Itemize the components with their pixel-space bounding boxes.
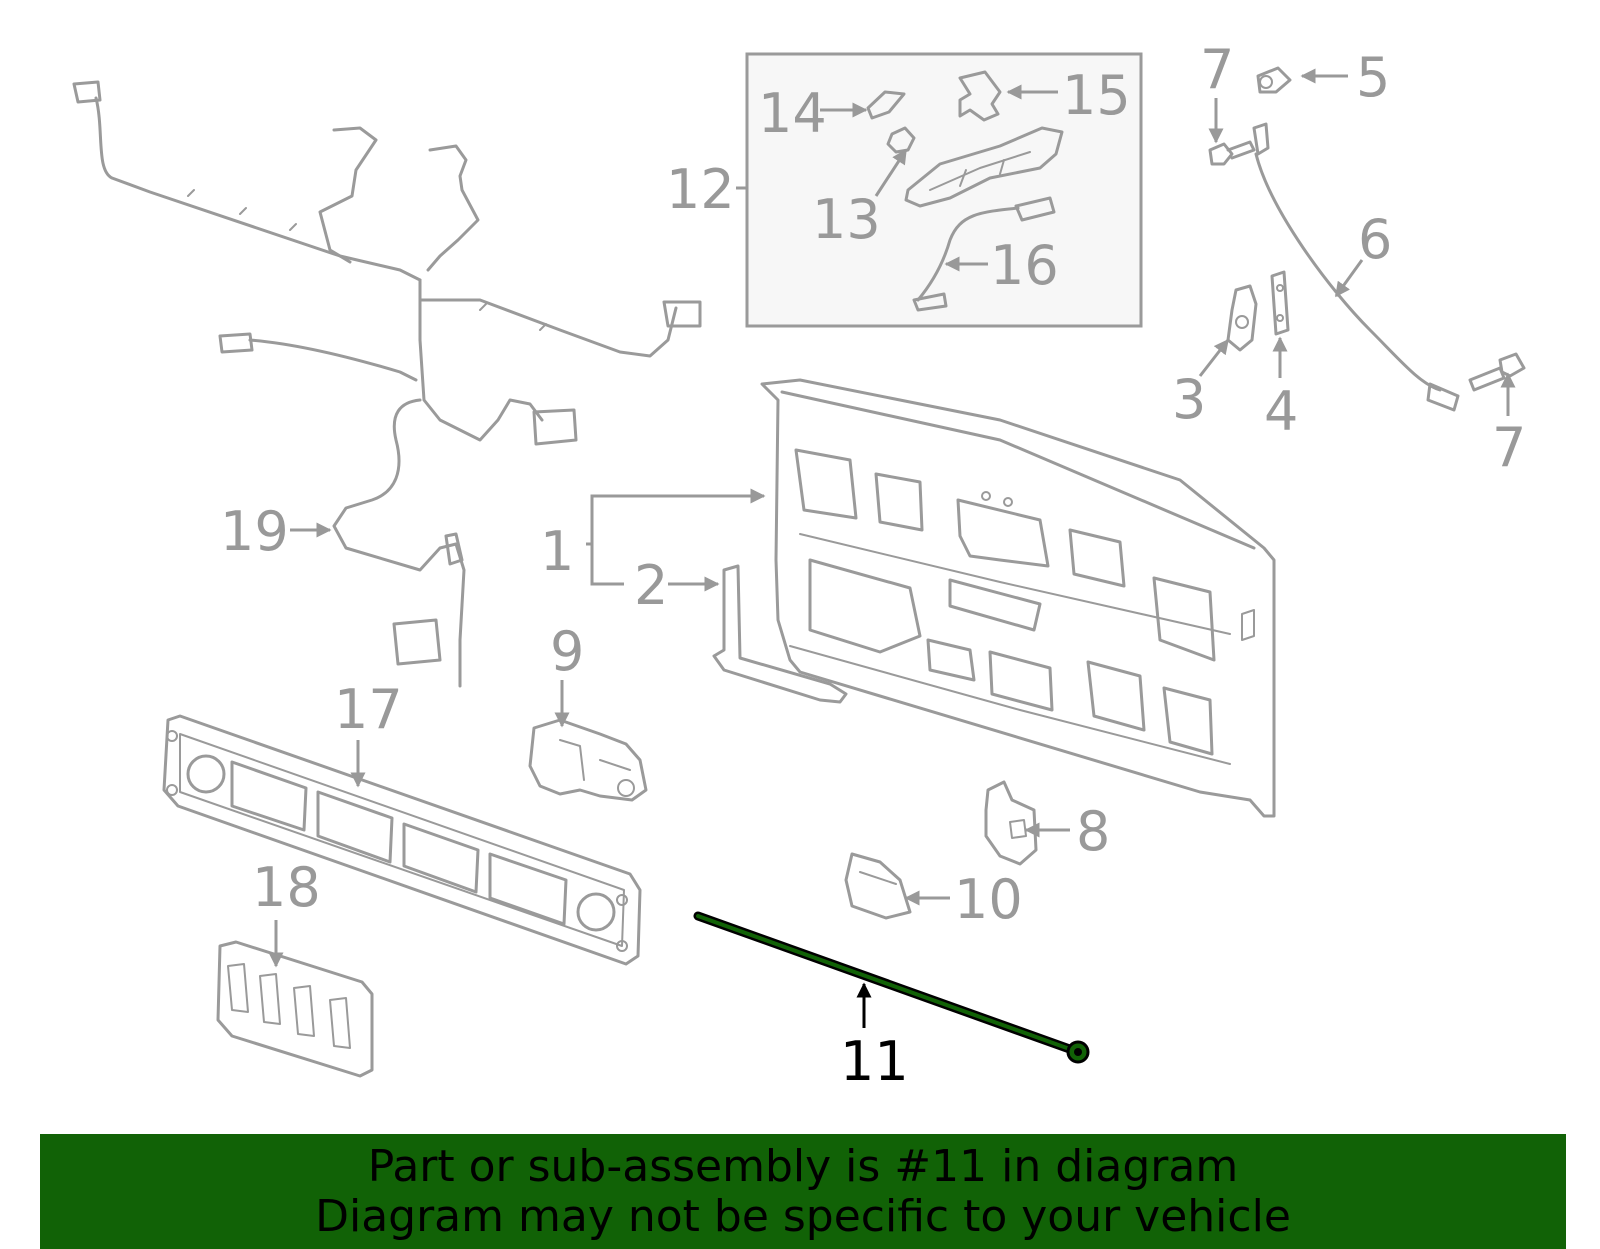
label-6: 6 xyxy=(1358,208,1392,271)
banner-line-1: Part or sub-assembly is #11 in diagram xyxy=(367,1141,1239,1192)
part-13-clip xyxy=(886,126,916,154)
part-18-bezel xyxy=(216,940,374,1078)
label-15: 15 xyxy=(1062,64,1131,127)
label-7-lower: 7 xyxy=(1492,416,1526,479)
part-8-latch xyxy=(984,780,1038,866)
part-2-reinforcement xyxy=(712,564,848,704)
part-4-strap xyxy=(1270,270,1290,336)
part-7-bolt-lower xyxy=(1468,352,1526,392)
label-13: 13 xyxy=(812,188,881,251)
part-6-support-cable xyxy=(1252,122,1460,412)
label-1: 1 xyxy=(540,520,574,583)
label-7-upper: 7 xyxy=(1200,38,1234,101)
part-labels: 1 2 3 4 5 6 7 7 8 9 10 11 12 13 14 15 16… xyxy=(220,38,1526,1093)
leader-lines xyxy=(268,68,1516,1028)
info-banner: Part or sub-assembly is #11 in diagram D… xyxy=(40,1134,1566,1249)
label-8: 8 xyxy=(1076,800,1110,863)
label-10: 10 xyxy=(954,868,1023,931)
label-2: 2 xyxy=(634,554,668,617)
label-16: 16 xyxy=(990,234,1059,297)
part-17-applique-panel xyxy=(162,714,642,966)
label-19: 19 xyxy=(220,500,289,563)
part-5-pivot-pin xyxy=(1256,66,1292,94)
banner-line-2: Diagram may not be specific to your vehi… xyxy=(315,1191,1291,1242)
part-9-actuator xyxy=(528,718,648,802)
part-3-hinge-bracket xyxy=(1226,284,1258,352)
label-12: 12 xyxy=(666,158,735,221)
label-17: 17 xyxy=(334,678,403,741)
part-16-cable xyxy=(912,196,1056,312)
part-7-bolt-upper xyxy=(1208,140,1256,166)
part-12-handle-housing xyxy=(904,126,1064,208)
part-1-tailgate-inner-panel xyxy=(760,378,1276,818)
part-14-cap xyxy=(866,90,906,120)
label-3: 3 xyxy=(1172,368,1206,431)
label-9: 9 xyxy=(550,620,584,683)
label-18: 18 xyxy=(252,856,321,919)
part-15-bracket xyxy=(958,70,1002,122)
inset-box-12 xyxy=(745,52,1143,328)
part-19-wiring-harness xyxy=(72,80,702,688)
label-11[interactable]: 11 xyxy=(840,1030,909,1093)
part-11-torsion-rod[interactable] xyxy=(693,911,1090,1064)
label-14: 14 xyxy=(758,82,827,145)
label-4: 4 xyxy=(1264,380,1298,443)
label-5: 5 xyxy=(1356,46,1390,109)
part-10-module xyxy=(844,852,912,920)
